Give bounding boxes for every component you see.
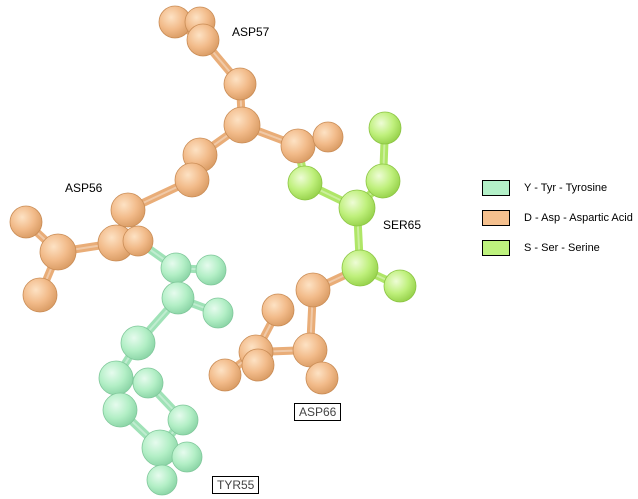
residue-label-asp57: ASP57: [232, 25, 270, 39]
atom-29: [287, 165, 323, 201]
atom-22: [102, 392, 138, 428]
atom-14: [22, 277, 58, 313]
atom-34: [261, 293, 295, 327]
atom-4: [223, 106, 261, 144]
atom-5: [280, 128, 316, 164]
residue-label-asp56: ASP56: [65, 181, 103, 195]
legend-item-tyrosine[interactable]: Y - Tyr - Tyrosine: [482, 178, 633, 198]
atom-2: [186, 23, 220, 57]
atom-38: [241, 348, 275, 382]
legend-swatch-tyrosine: [482, 180, 510, 196]
residue-label-tyr55: TYR55: [212, 476, 260, 494]
atom-39: [305, 361, 339, 395]
atom-3: [223, 67, 257, 101]
atom-26: [146, 464, 178, 496]
legend: Y - Tyr - Tyrosine D - Asp - Aspartic Ac…: [482, 178, 633, 268]
atom-9: [110, 192, 146, 228]
atom-21: [132, 367, 164, 399]
atom-8: [174, 162, 210, 198]
atom-32: [383, 269, 417, 303]
atom-20: [98, 360, 134, 396]
residue-label-ser65: SER65: [383, 218, 422, 232]
residue-label-asp66: ASP66: [294, 403, 342, 421]
atom-33: [295, 272, 331, 308]
atom-6: [312, 121, 344, 153]
atom-30: [338, 189, 376, 227]
atom-12: [39, 233, 77, 271]
legend-swatch-aspartic-acid: [482, 210, 510, 226]
atom-37: [208, 358, 242, 392]
atom-17: [161, 281, 195, 315]
atom-16: [195, 254, 227, 286]
legend-label-serine: S - Ser - Serine: [524, 242, 600, 254]
legend-label-aspartic-acid: D - Asp - Aspartic Acid: [524, 212, 633, 224]
atom-28: [365, 163, 401, 199]
atom-18: [202, 297, 234, 329]
atom-15: [160, 252, 192, 284]
atom-27: [368, 111, 402, 145]
atom-19: [120, 325, 156, 361]
atom-31: [341, 249, 379, 287]
legend-label-tyrosine: Y - Tyr - Tyrosine: [524, 182, 608, 194]
legend-swatch-serine: [482, 240, 510, 256]
atom-11: [122, 225, 154, 257]
atoms-layer: [9, 5, 417, 496]
legend-item-aspartic-acid[interactable]: D - Asp - Aspartic Acid: [482, 208, 633, 228]
atom-25: [171, 441, 203, 473]
atom-23: [167, 404, 199, 436]
bonds-layer: [22, 18, 404, 484]
legend-item-serine[interactable]: S - Ser - Serine: [482, 238, 633, 258]
atom-13: [9, 205, 43, 239]
